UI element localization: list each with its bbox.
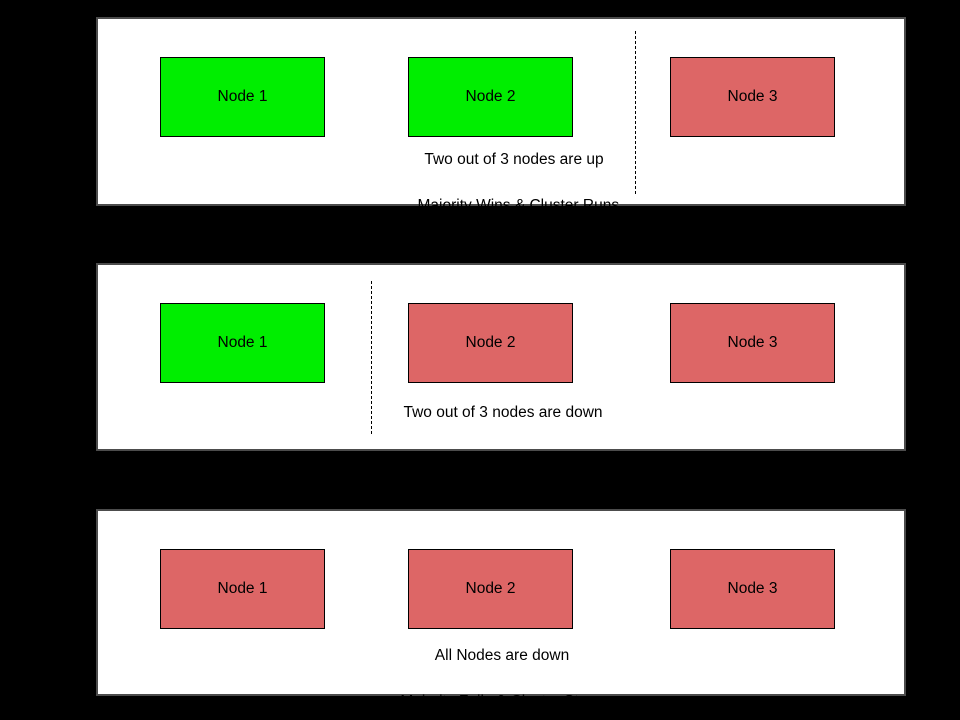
node-label: Node 3	[727, 88, 778, 105]
node-label: Node 1	[217, 88, 268, 105]
node-box: Node 2	[408, 303, 573, 383]
caption-line-2: , Majority Wins & Cluster Runs	[408, 197, 620, 214]
scenario-caption: Two out of 3 nodes are up , Majority Win…	[312, 148, 716, 217]
node-label: Node 2	[465, 334, 516, 351]
scenario-panel-all-down: Node 1 Node 2 Node 3 All Nodes are down …	[96, 509, 906, 710]
caption-line-2: Majority Fails & Cluster Stops	[401, 450, 605, 467]
node-label: Node 1	[217, 580, 268, 597]
scenario-caption: All Nodes are down Majority Fails & Clus…	[300, 644, 704, 713]
node-label: Node 3	[727, 580, 778, 597]
partition-divider-line	[371, 281, 372, 434]
scenario-panel-two-down: Node 1 Node 2 Node 3 Two out of 3 nodes …	[96, 263, 906, 467]
node-box: Node 2	[408, 549, 573, 629]
node-box: Node 3	[670, 57, 835, 137]
node-box: Node 2	[408, 57, 573, 137]
node-label: Node 2	[465, 580, 516, 597]
node-box: Node 1	[160, 303, 325, 383]
scenario-panel-two-up: Node 1 Node 2 Node 3 Two out of 3 nodes …	[96, 17, 906, 214]
scenario-caption: Two out of 3 nodes are down Majority Fai…	[301, 401, 705, 470]
node-label: Node 2	[465, 88, 516, 105]
node-box: Node 1	[160, 57, 325, 137]
caption-line-1: Two out of 3 nodes are down	[403, 404, 603, 421]
caption-line-1: Two out of 3 nodes are up	[424, 151, 604, 168]
node-box: Node 3	[670, 549, 835, 629]
node-box: Node 1	[160, 549, 325, 629]
caption-line-1: All Nodes are down	[434, 647, 570, 664]
node-label: Node 3	[727, 334, 778, 351]
caption-line-2: Majority Fails & Cluster Stops	[400, 693, 604, 710]
partition-divider-line	[635, 31, 636, 194]
node-box: Node 3	[670, 303, 835, 383]
node-label: Node 1	[217, 334, 268, 351]
